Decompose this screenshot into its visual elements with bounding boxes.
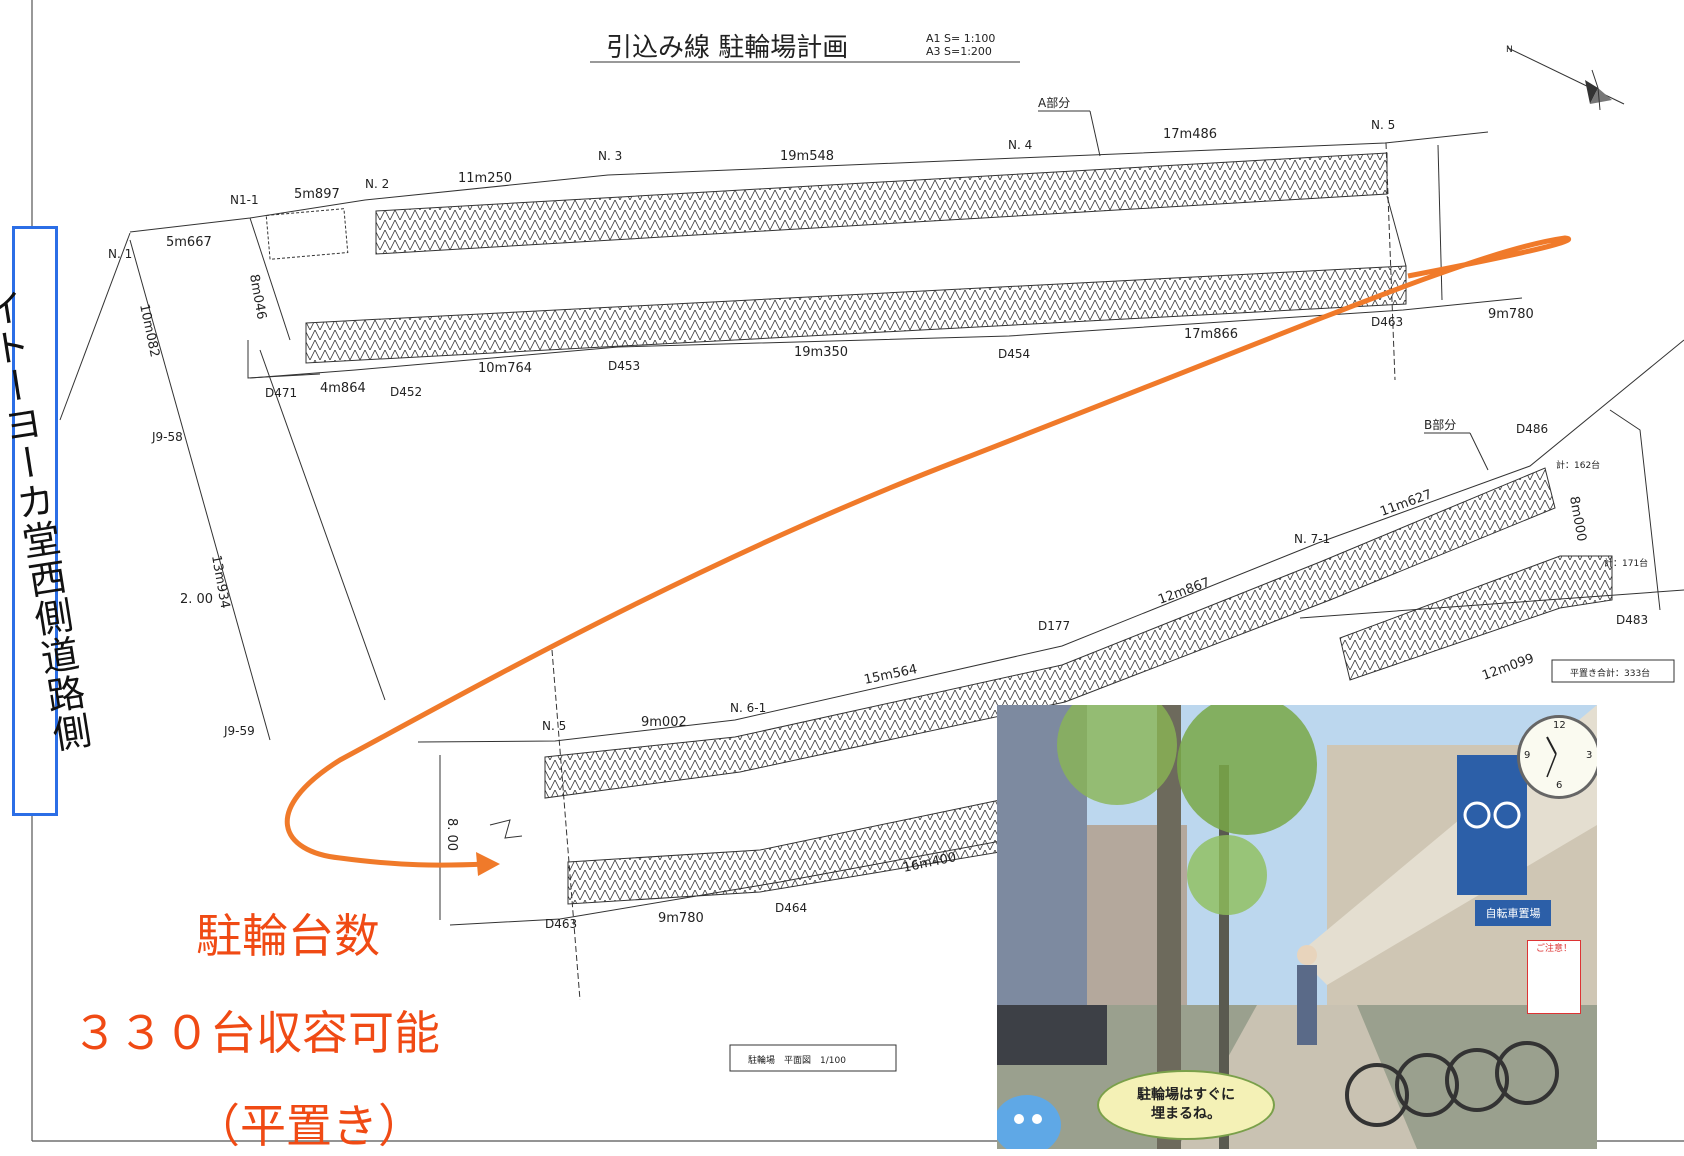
dim-9m780: 9m780 [1488,307,1534,322]
arrow-head-icon [476,852,500,876]
dim-5m897: 5m897 [294,187,340,202]
point-d463b: D463 [545,917,577,931]
lower-bike-rack-row-2 [567,555,1613,905]
dim-12m099: 12m099 [1480,651,1536,684]
dim-8m000: 8m000 [1566,495,1589,543]
point-n1-1: N1-1 [230,193,259,207]
scale-a3: A3 S=1:200 [926,45,992,58]
dim-5m667: 5m667 [166,235,212,250]
b-area-edge [439,409,1661,1001]
dim-2-00: 2. 00 [180,592,213,607]
north-arrow-icon: N [1506,45,1625,111]
point-d486: D486 [1516,422,1548,436]
dim-8m046: 8m046 [246,273,269,321]
point-d464: D464 [775,901,807,915]
point-d177: D177 [1038,619,1070,633]
dim-12m867: 12m867 [1156,575,1212,608]
point-d463: D463 [1371,315,1403,329]
dim-10m764: 10m764 [478,361,532,376]
count-171: 計：171台 [1604,557,1648,569]
dim-10m082: 10m082 [136,303,162,359]
dim-11m627: 11m627 [1378,487,1434,520]
lower-bike-rack-row-1 [544,467,1556,799]
bicycle-parking-sign: 自転車置場 [1475,900,1551,926]
dim-19m548: 19m548 [780,149,834,164]
point-n4: N. 4 [1008,138,1032,152]
capacity-note: （平置き） [194,1099,424,1153]
plan-title: 引込み線 駐輪場計画 [606,33,848,63]
capacity-heading: 駐輪台数 [196,909,380,963]
scale-a1: A1 S= 1:100 [926,32,995,45]
dim-17m866: 17m866 [1184,327,1238,342]
count-162: 計：162台 [1556,459,1600,471]
clock-icon: 12 3 6 9 [1517,715,1597,799]
point-n5b: N. 5 [542,719,566,733]
point-n2: N. 2 [365,177,389,191]
point-n5: N. 5 [1371,118,1395,132]
second-bike-rack-row [247,142,1443,381]
dim-8-00: 8. 00 [444,818,459,851]
count-total: 平置き合計：333台 [1570,667,1650,679]
lower-road-a [249,297,1523,379]
point-n6-1: N. 6-1 [730,701,766,715]
point-d471: D471 [265,386,297,400]
street-photo: 自転車置場 ご注意！ 駐輪場はすぐに 埋まるね。 12 3 6 9 [997,705,1597,1149]
point-d483: D483 [1616,613,1648,627]
point-j9-58: J9-58 [151,430,183,444]
flow-arrow [284,235,1571,868]
dim-9m780b: 9m780 [658,911,704,926]
point-d454: D454 [998,347,1030,361]
svg-text:N: N [1506,45,1513,55]
point-d453: D453 [608,359,640,373]
section-b-label: B部分 [1424,417,1456,432]
point-d452: D452 [390,385,422,399]
point-n7-1: N. 7-1 [1294,532,1330,546]
dim-17m486: 17m486 [1163,127,1217,142]
road-side-label: イトーヨーカ堂西側道路側 [0,226,93,816]
speech-bubble: 駐輪場はすぐに 埋まるね。 [1097,1070,1275,1140]
dim-11m250: 11m250 [458,171,512,186]
point-n1: N. 1 [108,247,132,261]
top-bike-rack-row [265,152,1388,260]
caution-notice: ご注意！ [1527,940,1581,1014]
point-j9-59: J9-59 [223,724,255,738]
dim-15m564: 15m564 [863,662,919,688]
section-a-label: A部分 [1038,95,1070,110]
point-n3: N. 3 [598,149,622,163]
plan-caption: 駐輪場 平面図 1/100 [748,1054,846,1066]
upper-road [59,131,1489,741]
dim-19m350: 19m350 [794,345,848,360]
dim-9m002: 9m002 [641,715,687,730]
dim-4m864: 4m864 [320,381,366,396]
capacity-value: ３３０台収容可能 [72,1006,440,1060]
